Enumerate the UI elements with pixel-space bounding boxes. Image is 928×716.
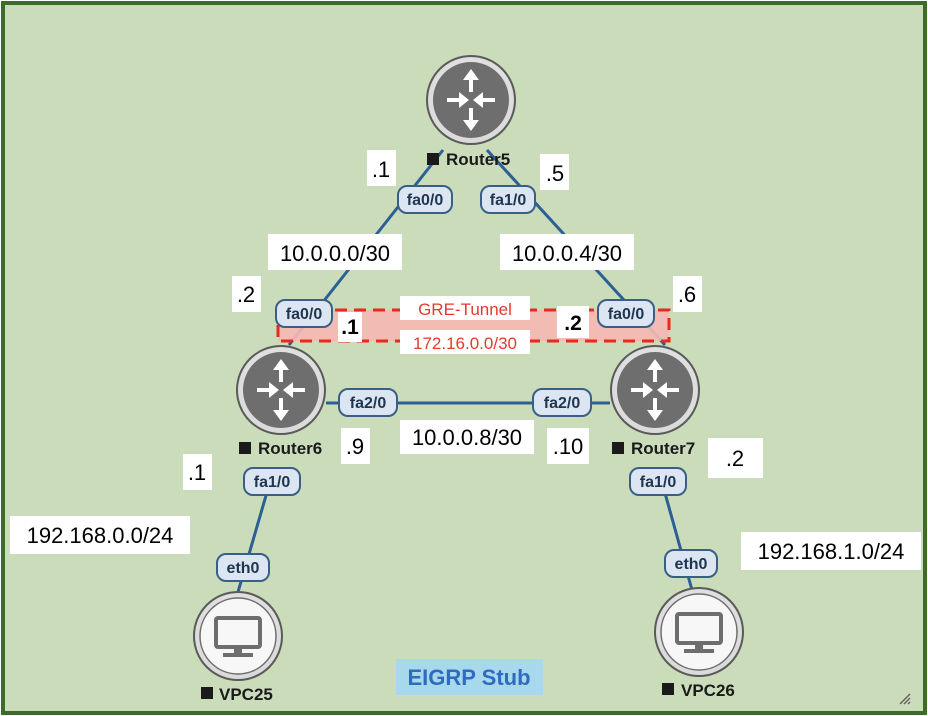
svg-text:fa0/0: fa0/0	[608, 306, 645, 323]
subnet-label: 192.168.0.0/24	[10, 516, 190, 554]
monitor-icon	[193, 591, 283, 681]
svg-text:.2: .2	[726, 446, 744, 471]
interface-badge[interactable]: fa0/0	[397, 185, 453, 214]
svg-text:fa1/0: fa1/0	[640, 474, 677, 491]
address-label: .9	[341, 428, 370, 464]
vpc26-node[interactable]: VPC26	[654, 587, 744, 700]
svg-text:fa2/0: fa2/0	[350, 395, 387, 412]
status-square	[427, 153, 439, 165]
gre-tunnel-subnet: 172.16.0.0/30	[413, 334, 517, 353]
address-labels: .1 .5 .2 .6 .9 .10 .1 .2	[183, 150, 763, 490]
router-icon	[610, 345, 700, 435]
status-square	[612, 442, 624, 454]
tunnel-addr-left-bg	[338, 312, 362, 342]
vpc25-node[interactable]: VPC25	[193, 591, 283, 704]
svg-text:fa0/0: fa0/0	[407, 192, 444, 209]
svg-text:fa0/0: fa0/0	[286, 306, 323, 323]
svg-text:fa1/0: fa1/0	[490, 192, 527, 209]
subnet-label: 10.0.0.0/30	[268, 234, 402, 270]
subnet-label: 10.0.0.8/30	[400, 420, 534, 454]
address-label: .5	[540, 154, 569, 190]
gre-tunnel-subnet-bg	[400, 330, 530, 354]
vpc25-label: VPC25	[219, 685, 273, 704]
tunnel-addr-right: .2	[564, 312, 582, 335]
interface-badges: fa0/0 fa1/0 fa0/0 fa0/0 fa2/0 fa2/0 fa1/…	[216, 185, 718, 582]
monitor-icon	[654, 587, 744, 677]
interface-badge[interactable]: fa1/0	[480, 185, 536, 214]
gre-tunnel-label-bg	[400, 296, 530, 320]
svg-text:.10: .10	[553, 434, 584, 459]
svg-text:.9: .9	[346, 434, 364, 459]
address-label: .2	[708, 438, 763, 478]
interface-badge[interactable]: fa0/0	[597, 299, 655, 328]
svg-text:192.168.0.0/24: 192.168.0.0/24	[27, 523, 174, 548]
subnet-labels: 10.0.0.0/30 10.0.0.4/30 10.0.0.8/30 192.…	[10, 234, 921, 570]
svg-text:fa2/0: fa2/0	[544, 395, 581, 412]
svg-text:.2: .2	[237, 282, 255, 307]
address-label: .1	[183, 454, 212, 490]
tunnel-addr-right-bg	[557, 306, 589, 338]
status-square	[201, 687, 213, 699]
svg-text:.1: .1	[372, 157, 390, 182]
interface-badge[interactable]: fa2/0	[338, 388, 398, 417]
interface-badge[interactable]: fa0/0	[275, 299, 333, 328]
router6-node[interactable]: Router6	[236, 345, 326, 458]
svg-text:eth0: eth0	[675, 556, 708, 573]
address-label: .1	[367, 150, 396, 186]
eigrp-stub-caption: EIGRP Stub	[396, 659, 543, 695]
router7-node[interactable]: Router7	[610, 345, 700, 458]
interface-badge[interactable]: fa1/0	[243, 467, 301, 496]
svg-text:.6: .6	[678, 282, 696, 307]
router-icon	[236, 345, 326, 435]
svg-text:.5: .5	[546, 161, 564, 186]
svg-text:10.0.0.8/30: 10.0.0.8/30	[412, 425, 522, 450]
interface-badge[interactable]: fa2/0	[532, 388, 592, 417]
subnet-label: 10.0.0.4/30	[500, 234, 634, 270]
router5-label: Router5	[446, 150, 510, 169]
gre-tunnel[interactable]: GRE-Tunnel 172.16.0.0/30 .1 .2	[276, 296, 671, 354]
svg-text:10.0.0.4/30: 10.0.0.4/30	[512, 241, 622, 266]
status-square	[239, 442, 251, 454]
caption-text: EIGRP Stub	[407, 665, 530, 690]
tunnel-addr-left: .1	[341, 316, 359, 339]
router5-node[interactable]: Router5	[426, 55, 516, 169]
status-square	[662, 683, 674, 695]
svg-text:.1: .1	[188, 460, 206, 485]
svg-text:192.168.1.0/24: 192.168.1.0/24	[758, 539, 905, 564]
gre-tunnel-name: GRE-Tunnel	[418, 300, 512, 319]
svg-text:eth0: eth0	[227, 560, 260, 577]
svg-text:10.0.0.0/30: 10.0.0.0/30	[280, 241, 390, 266]
subnet-label: 192.168.1.0/24	[741, 532, 921, 570]
interface-badge[interactable]: fa1/0	[629, 467, 687, 496]
address-label: .6	[673, 276, 702, 312]
router7-label: Router7	[631, 439, 695, 458]
router6-label: Router6	[258, 439, 322, 458]
svg-text:fa1/0: fa1/0	[254, 474, 291, 491]
interface-badge[interactable]: eth0	[664, 549, 718, 578]
address-label: .2	[232, 276, 261, 312]
resize-grip-icon[interactable]	[899, 693, 911, 705]
address-label: .10	[547, 428, 589, 464]
router-icon	[426, 55, 516, 145]
vpc26-label: VPC26	[681, 681, 735, 700]
interface-badge[interactable]: eth0	[216, 553, 270, 582]
